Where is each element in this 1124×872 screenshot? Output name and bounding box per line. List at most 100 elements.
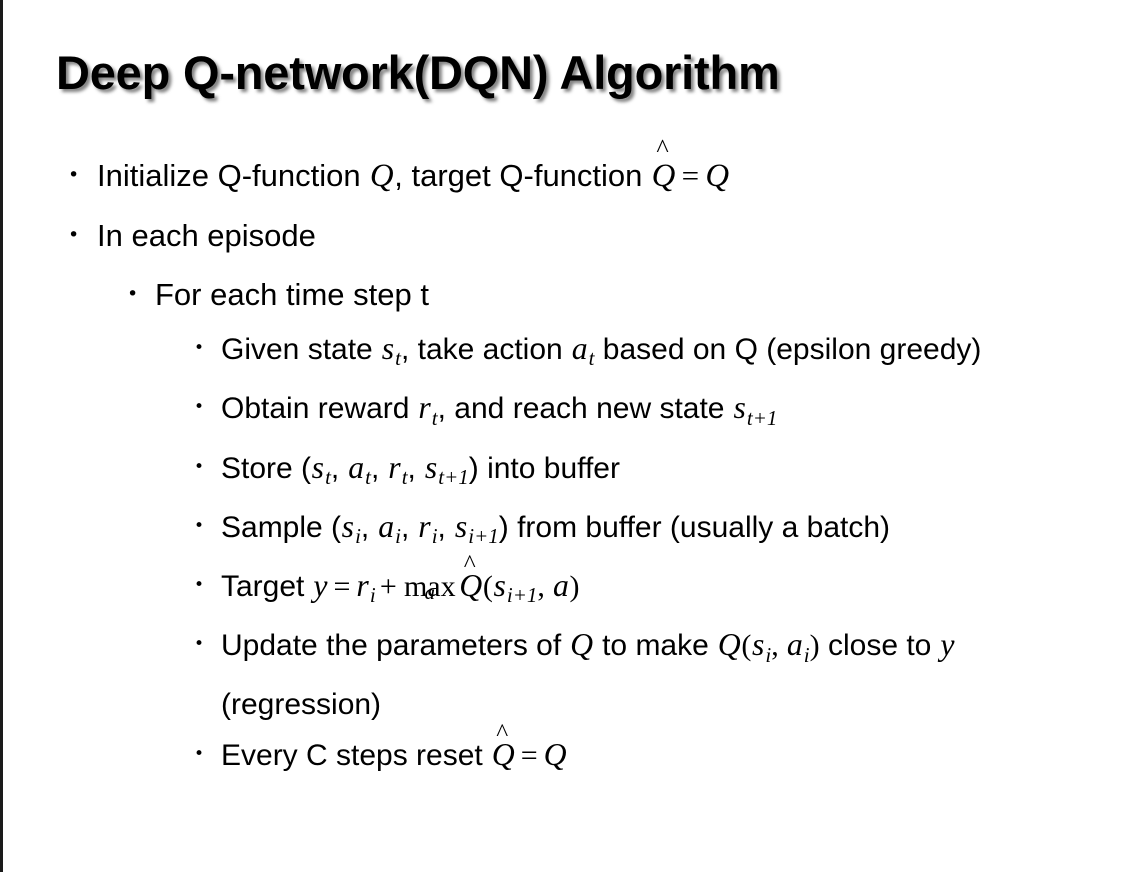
math-r-subscript: t xyxy=(401,464,408,489)
math-paren-open: ( xyxy=(482,570,493,604)
bullet-marker-icon: • xyxy=(194,338,205,358)
math-paren-close: ) xyxy=(809,629,820,663)
math-q: Q xyxy=(543,736,567,772)
math-s: s xyxy=(381,331,395,366)
math-s: s xyxy=(493,568,506,604)
math-q-hat-base: Q xyxy=(651,158,676,194)
math-y: y xyxy=(313,568,328,604)
math-a: a xyxy=(553,568,569,604)
math-r: r xyxy=(418,390,431,426)
math-equals: = xyxy=(333,570,351,604)
list-item-text: Update the parameters of Q to make Q(si,… xyxy=(221,620,1104,729)
text-run: , target Q-function xyxy=(394,158,652,193)
math-s: s xyxy=(311,449,325,485)
text-run: Obtain reward xyxy=(221,392,418,426)
math-comma: , xyxy=(771,629,787,663)
math-r-subscript: i xyxy=(431,524,438,549)
math-s-subscript: t+1 xyxy=(746,405,778,430)
text-run: , xyxy=(360,510,378,544)
list-item-in-each-episode: • In each episode xyxy=(0,206,1124,266)
math-q-hat-base: Q xyxy=(459,568,483,604)
math-equals: = xyxy=(520,738,538,772)
text-run: Update the parameters of xyxy=(221,629,570,663)
list-item-text: Given state st, take action at based on … xyxy=(221,324,1104,383)
list-item-obtain-reward: • Obtain reward rt, and reach new state … xyxy=(0,383,1124,442)
text-run: close to xyxy=(819,629,940,663)
math-s: s xyxy=(341,508,355,544)
bullet-marker-icon: • xyxy=(194,397,205,418)
math-q: Q xyxy=(369,158,394,194)
list-item-store-transition: • Store (st, at, rt, st+1) into buffer xyxy=(0,443,1124,502)
math-s-subscript: i+1 xyxy=(468,524,499,549)
math-q: Q xyxy=(570,627,594,663)
bullet-marker-icon: • xyxy=(194,456,205,477)
list-item-text: Obtain reward rt, and reach new state st… xyxy=(221,383,1104,442)
bullet-marker-icon: • xyxy=(194,634,205,655)
math-a: a xyxy=(786,627,803,663)
math-s-subscript: t xyxy=(325,464,331,489)
list-item-update-parameters: • Update the parameters of Q to make Q(s… xyxy=(0,620,1124,729)
math-q-hat: ^Q xyxy=(459,551,483,611)
math-a-subscript: i xyxy=(803,642,810,667)
math-max-label: max xyxy=(403,570,456,604)
math-q: Q xyxy=(717,627,741,663)
list-item-text: Initialize Q-function Q, target Q-functi… xyxy=(97,135,1124,206)
text-run: Given state xyxy=(221,333,382,366)
bullet-marker-icon: • xyxy=(194,575,205,596)
math-r: r xyxy=(356,568,369,604)
math-a-subscript: i xyxy=(395,524,401,549)
math-s-subscript: i+1 xyxy=(506,583,538,608)
text-run: , xyxy=(437,510,455,544)
list-item-text: Sample (si, ai, ri, si+1) from buffer (u… xyxy=(221,502,1104,561)
list-item-for-each-time-step: • For each time step t xyxy=(0,266,1124,324)
text-run: , take action xyxy=(400,333,572,366)
page-title: Deep Q-network(DQN) Algorithm xyxy=(56,46,780,99)
bullet-marker-icon: • xyxy=(127,283,139,305)
math-s-subscript: t xyxy=(395,346,401,371)
math-q-hat: ^Q xyxy=(491,719,515,780)
math-q-hat-base: Q xyxy=(491,736,515,772)
text-run: (regression) xyxy=(221,687,382,721)
math-y: y xyxy=(940,627,955,663)
list-item-sample-batch: • Sample (si, ai, ri, si+1) from buffer … xyxy=(0,502,1124,561)
math-s-subscript: i xyxy=(355,524,361,549)
list-item-reset-target-network: • Every C steps reset ^Q=Q xyxy=(0,719,1124,781)
math-s: s xyxy=(424,449,438,485)
text-run: ) into buffer xyxy=(468,451,620,485)
text-run: to make xyxy=(593,629,718,663)
text-run: ) from buffer (usually a batch) xyxy=(498,510,891,544)
bullet-marker-icon: • xyxy=(68,224,80,246)
math-a: a xyxy=(571,331,588,366)
text-run: , xyxy=(330,451,348,485)
list-item-text: In each episode xyxy=(97,218,316,253)
math-q: Q xyxy=(705,158,730,194)
text-run: , xyxy=(401,510,418,544)
slide-left-edge-border xyxy=(0,0,3,872)
math-r: r xyxy=(388,449,401,485)
text-run: Every C steps reset xyxy=(221,738,492,772)
text-run: Target xyxy=(221,570,313,604)
text-run: , xyxy=(407,451,425,485)
text-run: Initialize Q-function xyxy=(97,158,370,193)
math-max-limit: a xyxy=(424,579,436,604)
bullet-marker-icon: • xyxy=(68,164,80,186)
text-run: Sample ( xyxy=(221,510,342,544)
list-item-text: Every C steps reset ^Q=Q xyxy=(221,719,1104,781)
list-item-text: For each time step t xyxy=(155,277,429,312)
text-run: based on Q (epsilon greedy) xyxy=(594,333,982,366)
math-s-subscript: i xyxy=(765,642,772,667)
text-run: , xyxy=(370,451,388,485)
bullet-list: • Initialize Q-function Q, target Q-func… xyxy=(0,135,1124,781)
math-paren-close: ) xyxy=(569,570,580,604)
list-item-given-state: • Given state st, take action at based o… xyxy=(0,324,1124,383)
math-r-subscript: i xyxy=(369,583,376,608)
text-run: Store ( xyxy=(221,451,312,485)
math-equals: = xyxy=(681,158,700,193)
math-r-subscript: t xyxy=(431,405,438,430)
math-q-hat: ^Q xyxy=(651,135,676,206)
math-s-subscript: t+1 xyxy=(438,464,469,489)
math-s: s xyxy=(751,627,765,663)
